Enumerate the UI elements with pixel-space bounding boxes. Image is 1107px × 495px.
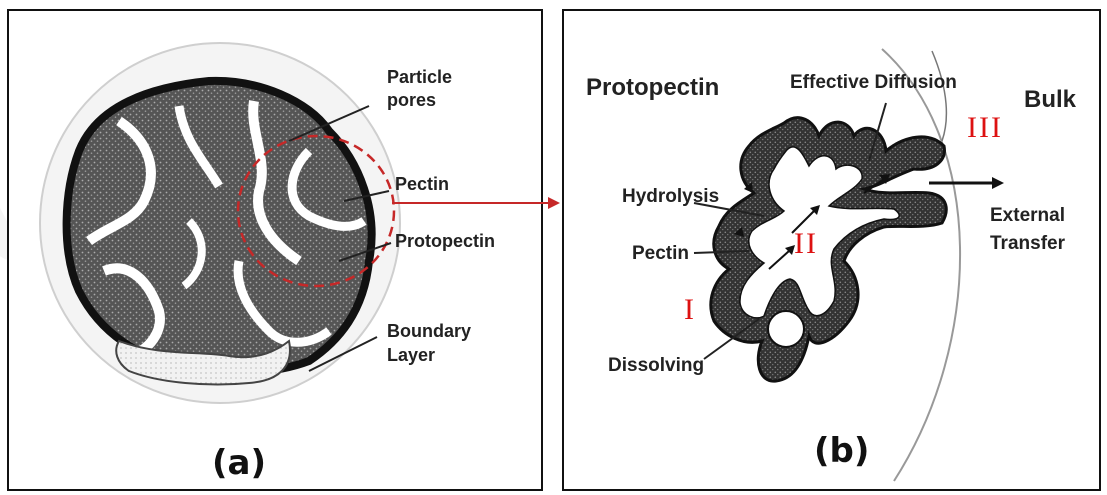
label-external-transfer-line2: Transfer	[990, 233, 1065, 254]
label-boundary-layer-line1: Boundary	[387, 321, 471, 342]
pore-hole	[768, 311, 804, 347]
label-pectin: Pectin	[395, 174, 449, 195]
label-hydrolysis: Hydrolysis	[622, 186, 719, 207]
panel-b: Protopectin Effective Diffusion Bulk Hyd…	[562, 9, 1101, 491]
label-protopectin-b: Protopectin	[586, 77, 719, 98]
label-boundary-layer-line2: Layer	[387, 345, 435, 366]
stage-label-3: III	[967, 111, 1003, 145]
label-dissolving: Dissolving	[608, 355, 704, 376]
label-particle-pores-line2: pores	[387, 90, 436, 111]
label-external-transfer-line1: External	[990, 205, 1065, 226]
stage-label-2: II	[794, 227, 818, 261]
boundary-arc-inner	[932, 51, 946, 141]
label-protopectin: Protopectin	[395, 231, 495, 252]
stage-label-1: I	[684, 293, 696, 327]
label-bulk: Bulk	[1024, 89, 1076, 110]
caption-b: (b)	[814, 431, 869, 471]
caption-a: (a)	[212, 443, 266, 483]
label-particle-pores-line1: Particle	[387, 67, 452, 88]
particle-illustration	[9, 11, 545, 493]
bulk-boundary-arc	[882, 49, 960, 481]
label-effective-diffusion: Effective Diffusion	[790, 72, 957, 93]
label-pectin-b: Pectin	[632, 243, 689, 264]
panel-a: Particle pores Pectin Protopectin Bounda…	[7, 9, 543, 491]
